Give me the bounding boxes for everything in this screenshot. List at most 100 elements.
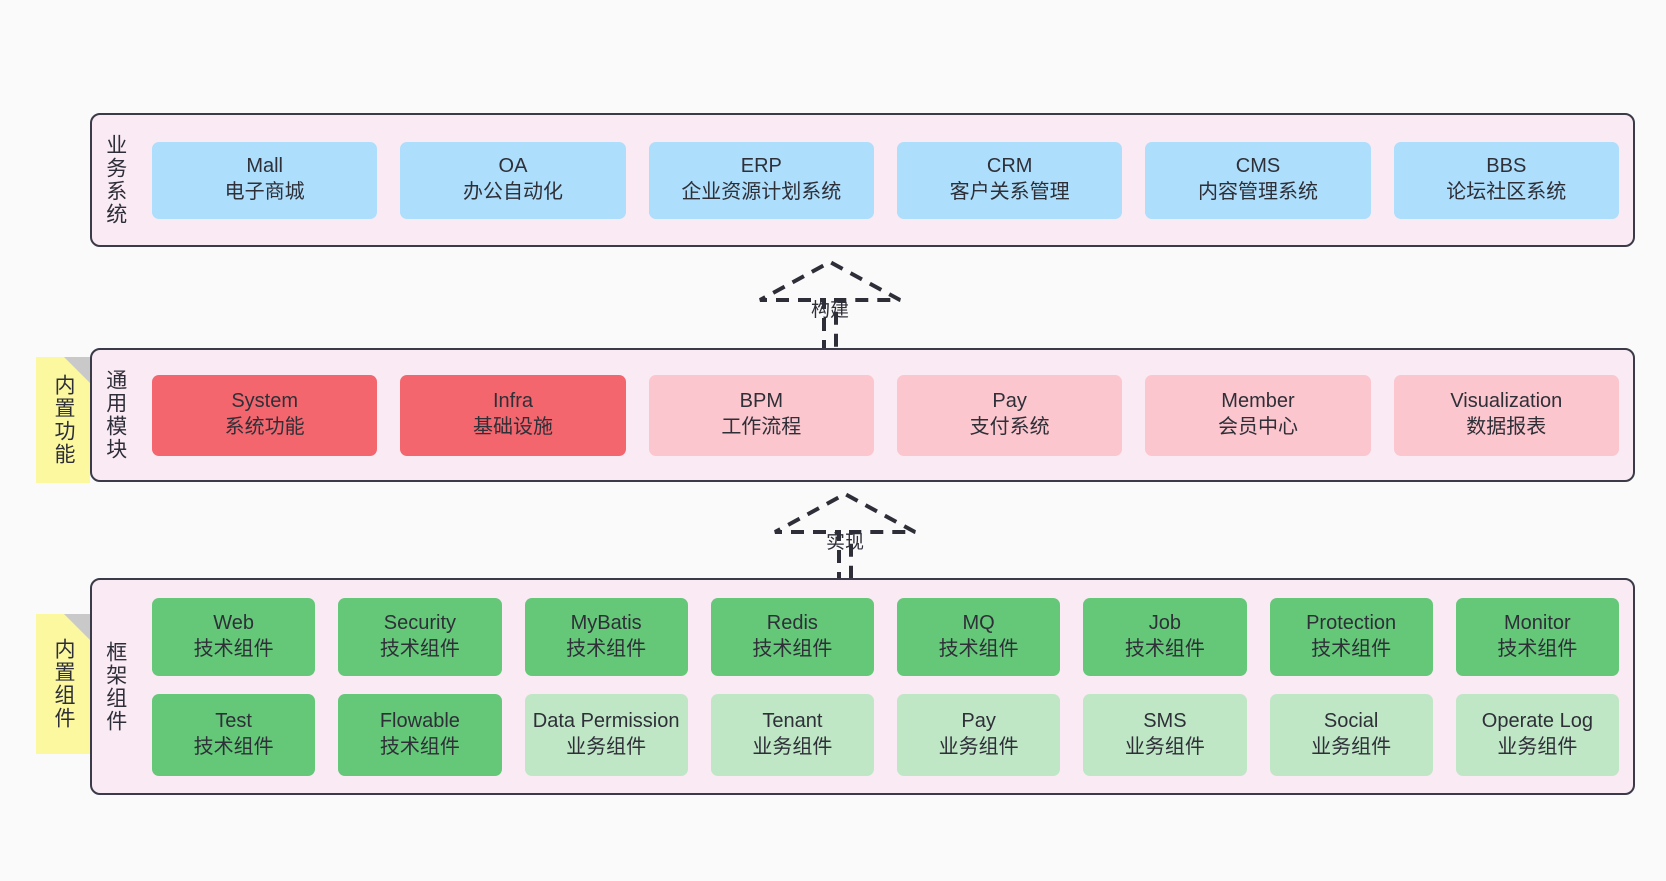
node-infra[interactable]: Infra 基础设施 <box>400 374 626 456</box>
node-system-en: System <box>231 390 298 413</box>
node-flowable-en: Flowable <box>379 709 460 732</box>
node-web-en: Web <box>213 611 254 634</box>
node-job[interactable]: Job 技术组件 <box>1083 597 1247 676</box>
node-operate-log-cn: 业务组件 <box>1497 735 1578 758</box>
node-job-en: Job <box>1148 611 1181 634</box>
layer-common-module: 通用模块 System 系统功能 Infra 基础设施 BPM 工作流程 Pay… <box>90 348 1635 482</box>
node-sms-en: SMS <box>1143 709 1187 732</box>
layer-common-row: System 系统功能 Infra 基础设施 BPM 工作流程 Pay 支付系统… <box>152 374 1619 456</box>
node-redis[interactable]: Redis 技术组件 <box>710 597 874 676</box>
node-bpm-en: BPM <box>739 390 783 413</box>
node-infra-cn: 基础设施 <box>472 416 553 438</box>
sticky-note-builtin-functions-label: 内置功能 <box>52 374 75 466</box>
node-social-en: Social <box>1323 709 1379 732</box>
node-security[interactable]: Security 技术组件 <box>338 597 502 676</box>
connector-implement: 实现 <box>765 490 925 585</box>
node-security-cn: 技术组件 <box>379 637 460 660</box>
node-bpm-cn: 工作流程 <box>721 416 802 438</box>
dashed-hollow-arrow-up-icon <box>774 491 916 585</box>
node-cms-cn: 内容管理系统 <box>1197 181 1318 203</box>
node-system-cn: 系统功能 <box>224 416 305 438</box>
node-protection-cn: 技术组件 <box>1311 637 1392 660</box>
connector-build: 构建 <box>750 258 910 353</box>
node-member-cn: 会员中心 <box>1217 416 1298 438</box>
node-social-cn: 业务组件 <box>1311 735 1392 758</box>
node-web[interactable]: Web 技术组件 <box>152 597 316 676</box>
node-social[interactable]: Social 业务组件 <box>1269 693 1433 776</box>
node-erp-en: ERP <box>740 155 782 178</box>
node-data-permission-en: Data Permission <box>532 709 680 732</box>
node-mall-cn: 电子商城 <box>224 181 305 203</box>
node-monitor-en: Monitor <box>1504 611 1571 634</box>
node-test-en: Test <box>215 709 252 732</box>
node-bbs-en: BBS <box>1486 155 1527 178</box>
node-monitor[interactable]: Monitor 技术组件 <box>1455 597 1619 676</box>
node-tenant-en: Tenant <box>762 709 823 732</box>
node-member[interactable]: Member 会员中心 <box>1145 374 1371 456</box>
node-infra-en: Infra <box>492 390 533 413</box>
node-redis-en: Redis <box>766 611 818 634</box>
node-data-permission[interactable]: Data Permission 业务组件 <box>524 693 688 776</box>
node-protection[interactable]: Protection 技术组件 <box>1269 597 1433 676</box>
node-flowable-cn: 技术组件 <box>379 735 460 758</box>
layer-framework-row-tech: Web 技术组件 Security 技术组件 MyBatis 技术组件 Redi… <box>152 597 1619 676</box>
node-crm[interactable]: CRM 客户关系管理 <box>896 141 1123 219</box>
node-visualization[interactable]: Visualization 数据报表 <box>1393 374 1619 456</box>
connector-implement-label: 实现 <box>825 532 864 553</box>
node-job-cn: 技术组件 <box>1124 637 1205 660</box>
layer-business-title: 业务系统 <box>103 134 127 226</box>
node-pay-module[interactable]: Pay 支付系统 <box>896 374 1123 456</box>
layer-business-row: Mall 电子商城 OA 办公自动化 ERP 企业资源计划系统 CRM 客户关系… <box>152 141 1619 219</box>
node-pay-component-en: Pay <box>961 709 996 732</box>
node-mybatis[interactable]: MyBatis 技术组件 <box>524 597 688 676</box>
node-bbs[interactable]: BBS 论坛社区系统 <box>1393 141 1619 219</box>
node-crm-en: CRM <box>986 155 1033 178</box>
node-system[interactable]: System 系统功能 <box>152 374 378 456</box>
node-mybatis-cn: 技术组件 <box>566 637 647 660</box>
sticky-note-builtin-components: 内置组件 <box>36 614 90 754</box>
node-oa-cn: 办公自动化 <box>462 181 563 203</box>
node-mq-cn: 技术组件 <box>938 637 1019 660</box>
node-pay-module-cn: 支付系统 <box>969 416 1050 438</box>
sticky-note-builtin-functions: 内置功能 <box>36 357 90 483</box>
node-bpm[interactable]: BPM 工作流程 <box>648 374 874 456</box>
node-oa-en: OA <box>498 155 528 178</box>
node-security-en: Security <box>383 611 456 634</box>
node-tenant[interactable]: Tenant 业务组件 <box>710 693 874 776</box>
node-operate-log-en: Operate Log <box>1481 709 1593 732</box>
connector-build-label: 构建 <box>810 300 849 321</box>
node-test-cn: 技术组件 <box>193 735 274 758</box>
layer-framework-component: 框架组件 Web 技术组件 Security 技术组件 MyBatis 技术组件… <box>90 578 1635 795</box>
node-mq-en: MQ <box>962 611 995 634</box>
sticky-fold-corner-icon <box>64 614 90 640</box>
node-sms-cn: 业务组件 <box>1124 735 1205 758</box>
layer-business-system: 业务系统 Mall 电子商城 OA 办公自动化 ERP 企业资源计划系统 CRM… <box>90 113 1635 247</box>
node-mall[interactable]: Mall 电子商城 <box>152 141 378 219</box>
node-redis-cn: 技术组件 <box>752 637 833 660</box>
node-test[interactable]: Test 技术组件 <box>152 693 316 776</box>
node-cms-en: CMS <box>1235 155 1281 178</box>
layer-common-body: System 系统功能 Infra 基础设施 BPM 工作流程 Pay 支付系统… <box>138 350 1633 480</box>
sticky-fold-corner-icon <box>64 357 90 383</box>
node-erp[interactable]: ERP 企业资源计划系统 <box>648 141 874 219</box>
layer-business-body: Mall 电子商城 OA 办公自动化 ERP 企业资源计划系统 CRM 客户关系… <box>138 115 1633 245</box>
node-erp-cn: 企业资源计划系统 <box>681 181 842 203</box>
node-oa[interactable]: OA 办公自动化 <box>400 141 626 219</box>
node-bbs-cn: 论坛社区系统 <box>1446 181 1567 203</box>
node-operate-log[interactable]: Operate Log 业务组件 <box>1455 693 1619 776</box>
node-crm-cn: 客户关系管理 <box>949 181 1070 203</box>
layer-framework-title: 框架组件 <box>103 640 127 733</box>
node-cms[interactable]: CMS 内容管理系统 <box>1145 141 1371 219</box>
dashed-hollow-arrow-up-icon <box>759 259 901 353</box>
node-visualization-en: Visualization <box>1450 390 1563 413</box>
node-pay-module-en: Pay <box>992 390 1027 413</box>
node-sms[interactable]: SMS 业务组件 <box>1083 693 1247 776</box>
node-pay-component[interactable]: Pay 业务组件 <box>897 693 1061 776</box>
layer-common-title: 通用模块 <box>103 369 127 461</box>
node-web-cn: 技术组件 <box>193 637 274 660</box>
node-mq[interactable]: MQ 技术组件 <box>897 597 1061 676</box>
node-flowable[interactable]: Flowable 技术组件 <box>338 693 502 776</box>
node-protection-en: Protection <box>1306 611 1397 634</box>
node-mall-en: Mall <box>246 155 283 178</box>
node-data-permission-cn: 业务组件 <box>566 735 647 758</box>
